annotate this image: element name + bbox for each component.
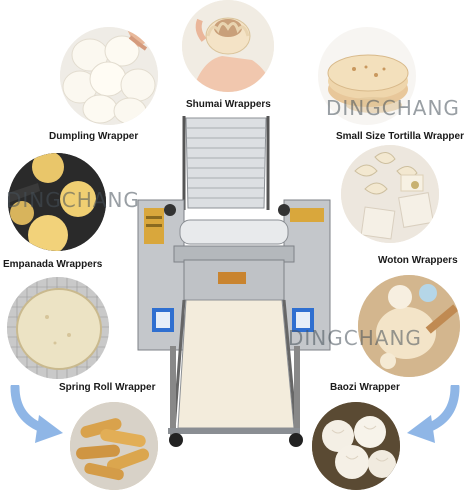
spring-roll-wrapper-photo <box>7 277 109 379</box>
tortilla-wrapper-label: Small Size Tortilla Wrapper <box>336 131 464 142</box>
wrapper-machine-image <box>134 110 334 450</box>
dumpling-wrapper-photo <box>60 27 158 125</box>
empanada-wrappers-label: Empanada Wrappers <box>3 259 103 270</box>
baozi-wrapper-label: Baozi Wrapper <box>330 382 400 393</box>
baozi-buns-photo <box>312 402 400 490</box>
shumai-photo <box>182 0 274 92</box>
woton-wrappers-label: Woton Wrappers <box>378 255 458 266</box>
watermark-middle: DINGCHANG <box>6 188 140 212</box>
tortilla-photo <box>318 27 416 125</box>
shumai-wrappers-label: Shumai Wrappers <box>186 99 271 110</box>
watermark-bottom: DINGCHANG <box>288 326 422 350</box>
watermark-top: DINGCHANG <box>326 96 460 120</box>
left-arrow-icon <box>5 385 65 447</box>
spring-rolls-photo <box>70 402 158 490</box>
dumpling-wrapper-label: Dumpling Wrapper <box>49 131 139 142</box>
empanada-photo <box>8 153 106 251</box>
baozi-wrapper-photo <box>358 275 460 377</box>
spring-roll-wrapper-label: Spring Roll Wrapper <box>59 382 156 393</box>
right-arrow-icon <box>405 385 467 447</box>
woton-photo <box>341 145 439 243</box>
